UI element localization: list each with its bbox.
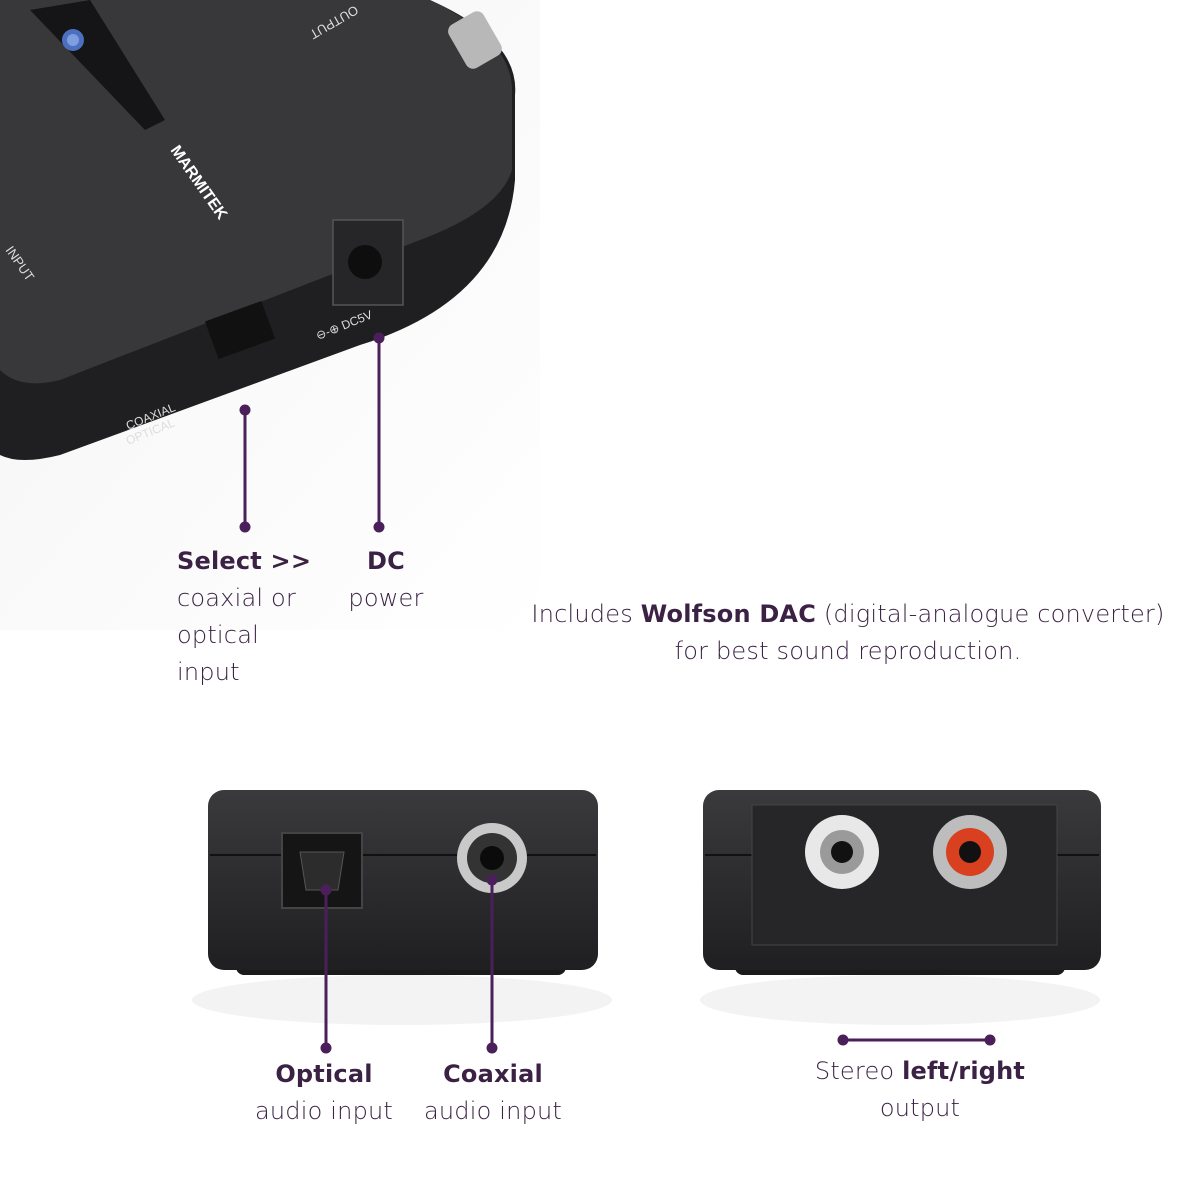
optical-callout-line: audio input [254,1097,394,1125]
dac-callout: Includes Wolfson DAC (digital-analogue c… [531,596,1164,670]
coaxial-callout: Coaxial audio input [424,1056,562,1130]
optical-callout-title: Optical [275,1060,373,1088]
stereo-prefix: Stereo [814,1057,903,1085]
dac-name: Wolfson DAC [640,600,817,628]
coaxial-callout-line: audio input [423,1097,563,1125]
dac-suffix: (digital-analogue converter) [816,600,1165,628]
dac-prefix: Includes [531,600,641,628]
select-callout-title: Select >> [177,547,312,575]
dc-callout-title: DC [367,547,405,575]
stereo-bold: left/right [902,1057,1026,1085]
output-side-device-image [700,790,1101,1025]
stereo-callout-line: output [879,1094,961,1122]
coaxial-callout-title: Coaxial [443,1060,543,1088]
top-device-image: MARMITEK COAXIAL OPTICAL ⊖-⊕ DC5V INPUT … [0,0,516,460]
select-callout-line-2: optical [177,621,259,649]
optical-callout: Optical audio input [255,1056,393,1130]
dc-callout-line: power [348,584,424,612]
stereo-callout: Stereo left/right output [815,1053,1025,1127]
select-callout-line-3: input [177,658,240,686]
input-side-device-image [192,790,612,1025]
dac-line-2: for best sound reproduction. [674,637,1022,665]
select-callout: Select >> coaxial or optical input [177,543,311,691]
dc-callout: DC power [348,543,423,617]
select-callout-line-1: coaxial or [177,584,297,612]
